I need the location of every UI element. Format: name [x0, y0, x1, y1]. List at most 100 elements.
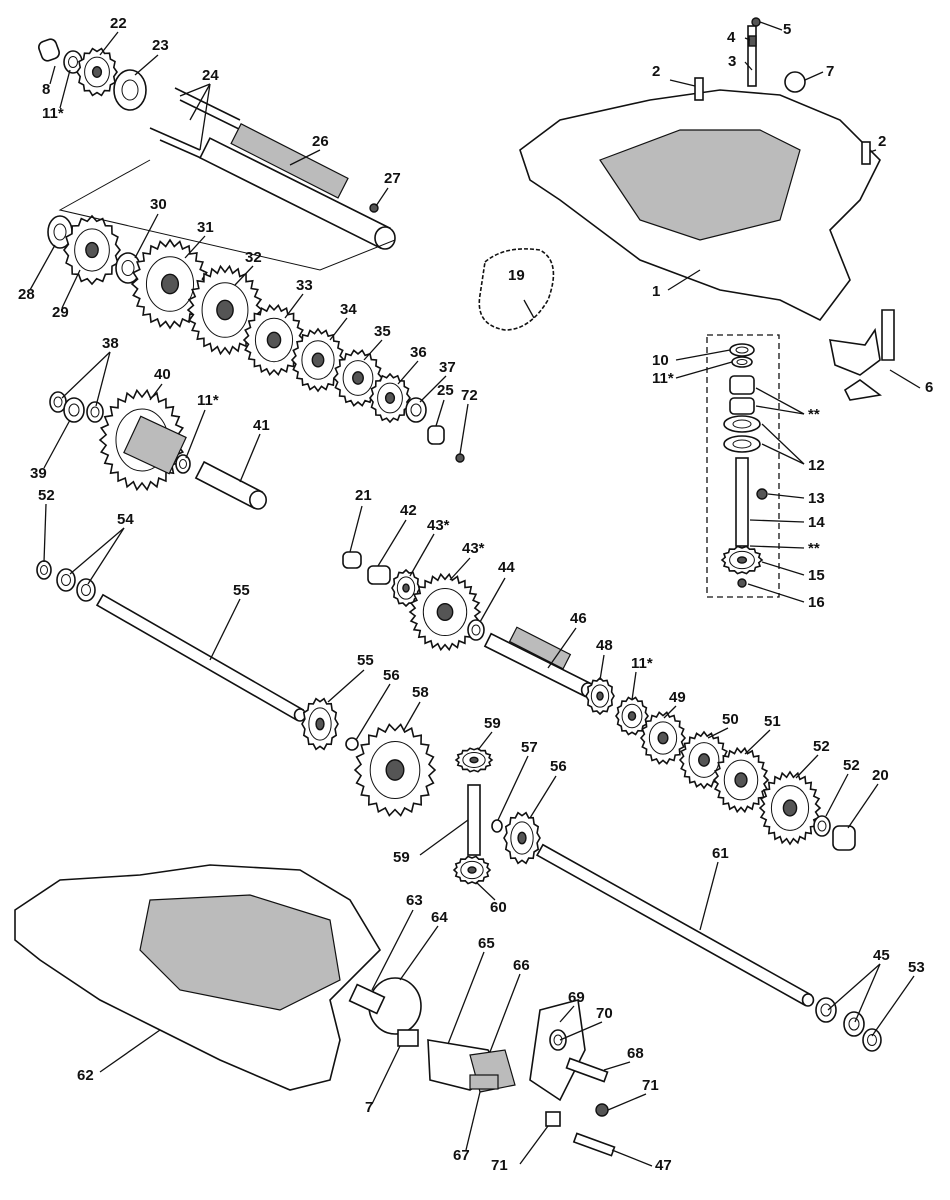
- part-34-gear-hub: [384, 392, 396, 404]
- part-36-washer-b: [86, 401, 104, 423]
- callout-13: 12: [808, 457, 825, 474]
- leader-25: [375, 187, 389, 207]
- callout-35: 37: [439, 359, 456, 376]
- leader-ss-top-b: [755, 405, 805, 415]
- callout-28: 30: [150, 196, 167, 213]
- part-13-washer-b: [723, 435, 761, 453]
- part-10-washer: [729, 343, 755, 357]
- callout-55-left: 55: [357, 652, 374, 669]
- leader-13a: [761, 423, 805, 465]
- leader-20: [99, 31, 119, 56]
- part-1-housing-interior: [599, 129, 801, 241]
- leader-42: [449, 557, 471, 581]
- leader-68: [559, 1005, 575, 1023]
- leader-47: [663, 705, 677, 719]
- part-30-gear-hub: [216, 299, 234, 321]
- part-24-shaft: [199, 137, 396, 250]
- part-59-pinion-bottom-hub: [467, 866, 477, 874]
- leader-17: [747, 583, 805, 603]
- callout-41: 43*: [427, 517, 450, 534]
- part-31-gear: [242, 304, 306, 376]
- part-52-washer-left-outer: [36, 560, 52, 580]
- callout-23: 25: [437, 382, 454, 399]
- part-59-pinion-bottom: [452, 855, 492, 885]
- leader-30: [234, 265, 254, 286]
- leader-63: [399, 925, 439, 981]
- callout-16: 15: [808, 567, 825, 584]
- callout-17: 16: [808, 594, 825, 611]
- leader-28: [134, 213, 159, 259]
- leader-35: [419, 375, 447, 403]
- part-5-pin: [751, 17, 761, 27]
- leader-16: [761, 561, 805, 576]
- part-72-pin: [455, 453, 465, 463]
- callout-34: 36: [410, 344, 427, 361]
- part-51-washer-outer: [813, 815, 831, 837]
- part-10-washer-outer: [729, 343, 755, 357]
- part-30-gear: [186, 264, 264, 356]
- part-43-washer-top-inner: [471, 624, 481, 636]
- part-42-gear: [408, 572, 482, 652]
- callout-11-mid: 11*: [197, 392, 219, 409]
- part-12-gear: [615, 696, 649, 736]
- part-53-washer-b-inner: [81, 584, 91, 596]
- callout-53: 54: [117, 511, 134, 528]
- callout-19-left: 21: [355, 487, 372, 504]
- part-17-pin: [737, 578, 747, 588]
- part-19-bushing-left: [342, 551, 362, 569]
- callout-37: 39: [30, 465, 47, 482]
- callout-52-right: 53: [908, 959, 925, 976]
- part-27-sprocket-hub: [85, 241, 99, 259]
- part-55-bevel-left-hub: [315, 717, 325, 731]
- callout-27: 29: [52, 304, 69, 321]
- part-7-nut: [784, 71, 806, 93]
- part-2-bolt-right: [861, 141, 871, 165]
- callout-24: 26: [312, 133, 329, 150]
- leader-59-top: [477, 731, 493, 751]
- part-15-shaft: [735, 457, 749, 547]
- leader-10: [675, 349, 731, 361]
- part-27-sprocket: [62, 214, 122, 286]
- part-31-gear-hub: [266, 331, 282, 349]
- part-50-gear-hub: [782, 799, 798, 817]
- part-35-washer-outer: [405, 397, 427, 423]
- callout-26: 28: [18, 286, 35, 303]
- part-43-washer-bottom-b: [843, 1011, 865, 1037]
- leader-36b: [95, 351, 111, 407]
- callout-9: 8: [42, 81, 50, 98]
- part-11-washer-mid-inner: [179, 459, 187, 469]
- part-49-gear: [712, 746, 770, 814]
- callout-30: 32: [245, 249, 262, 266]
- part-53-washer-a-inner: [61, 574, 71, 586]
- callout-61: 62: [77, 1067, 94, 1084]
- leader-33: [363, 339, 383, 361]
- callout-68: 69: [568, 989, 585, 1006]
- leader-52-left: [43, 503, 47, 563]
- part-27-sprocket-ring: [74, 228, 110, 272]
- callout-69: 70: [596, 1005, 613, 1022]
- group-box-vertical: [706, 334, 780, 598]
- part-39-pin-end: [249, 490, 267, 510]
- callout-6: 6: [925, 379, 933, 396]
- leader-38: [149, 383, 163, 401]
- part-61-housing-interior: [139, 894, 341, 1011]
- part-52-washer-right: [862, 1028, 882, 1052]
- part-52-washer-right-inner: [867, 1034, 877, 1046]
- part-66-bracket: [469, 1074, 499, 1090]
- part-13-washer-a: [723, 415, 761, 433]
- part-13-washer-b-inner: [732, 439, 752, 449]
- leader-9: [49, 65, 56, 85]
- part-43-washer-bottom: [815, 997, 837, 1023]
- leader-14: [767, 493, 805, 499]
- part-31-gear-ring: [254, 317, 294, 363]
- part-38-spur: [123, 415, 187, 475]
- callout-20: 22: [110, 15, 127, 32]
- part-36-washer-b-inner: [90, 406, 100, 418]
- part-28-bearing-inner: [121, 260, 135, 276]
- part-57-differential-hub: [385, 759, 405, 781]
- part-19-bushing-right: [832, 825, 856, 851]
- part-24-shaft-end: [374, 226, 396, 250]
- callout-70: 71: [491, 1157, 508, 1174]
- part-32-gear: [290, 327, 346, 393]
- part-60-axle-body: [535, 843, 813, 1007]
